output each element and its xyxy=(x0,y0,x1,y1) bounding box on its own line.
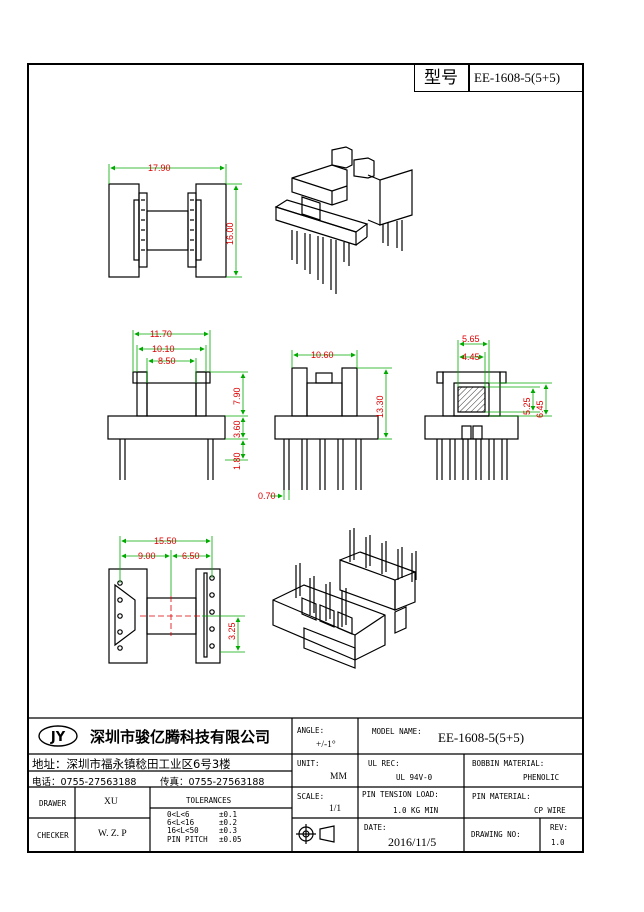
dim-mid-width: 10.60 xyxy=(311,350,334,360)
pin-material-value: CP WIRE xyxy=(534,806,566,815)
drawer-value: XU xyxy=(104,797,118,807)
dim-side-w2: 4.45 xyxy=(462,352,480,362)
scale-value: 1/1 xyxy=(329,804,342,814)
iso-view-bottom xyxy=(272,528,417,669)
middle-dims xyxy=(270,350,392,500)
company-name: 深圳市骏亿腾科技有限公司 xyxy=(90,728,271,746)
fax: 传真：0755-27563188 xyxy=(160,777,265,788)
company-logo: JY xyxy=(50,730,66,745)
front-view xyxy=(107,371,226,480)
dim-pin-dia: 0.70 xyxy=(258,491,276,501)
date-value: 2016/11/5 xyxy=(388,835,437,849)
dim-side-h1: 5.25 xyxy=(522,397,532,415)
drawer-label: DRAWER xyxy=(39,799,67,808)
dim-top-width: 17.90 xyxy=(148,163,171,173)
model-separator xyxy=(468,65,470,91)
model-box xyxy=(414,65,584,92)
bobbin-material-label: BOBBIN MATERIAL: xyxy=(472,759,545,768)
tol-range-3: PIN PITCH xyxy=(167,834,208,844)
checker-value: W. Z. P xyxy=(98,829,127,839)
rev-value: 1.0 xyxy=(551,838,565,847)
model-value: EE-1608-5(5+5) xyxy=(474,70,561,85)
angle-label: ANGLE: xyxy=(297,726,325,735)
tol-value-2: ±0.3 xyxy=(219,826,238,836)
tolerance-ranges: 0<L<6 6<L<16 16<L<50 PIN PITCH xyxy=(167,810,208,844)
dim-front-h1: 7.90 xyxy=(232,387,242,405)
unit-value: MM xyxy=(330,772,347,782)
bottom-centerlines xyxy=(140,596,202,636)
side-view xyxy=(424,371,519,480)
phone: 电话：0755-27563188 xyxy=(32,777,137,788)
ul-rec-value: UL 94V-0 xyxy=(396,773,433,782)
angle-value: +/-1° xyxy=(316,740,336,750)
dim-bot-w: 15.50 xyxy=(154,536,177,546)
rev-label: REV: xyxy=(550,823,569,832)
dim-front-w1: 11.70 xyxy=(150,329,172,339)
pin-tension-label: PIN TENSION LOAD: xyxy=(362,790,439,799)
pin-material-label: PIN MATERIAL: xyxy=(472,792,531,801)
dim-front-w2: 10.10 xyxy=(152,344,175,354)
dim-top-height: 16.00 xyxy=(225,222,235,245)
scale-label: SCALE: xyxy=(297,792,325,801)
tol-range-2: 16<L<50 xyxy=(167,826,199,836)
tol-range-1: 6<L<16 xyxy=(167,818,195,828)
side-dims xyxy=(457,340,552,417)
dim-front-w3: 8.50 xyxy=(158,356,176,366)
pin-tension-value: 1.0 KG MIN xyxy=(393,806,439,815)
dim-side-w1: 5.65 xyxy=(462,334,480,344)
drawing-frame xyxy=(27,63,584,853)
logo-ellipse xyxy=(38,725,78,747)
dim-front-h2: 3.60 xyxy=(232,420,242,438)
model-name-label: MODEL NAME: xyxy=(372,727,422,736)
address: 地址：深圳市福永镇稔田工业区6号3楼 xyxy=(32,757,231,771)
tol-value-0: ±0.1 xyxy=(219,810,238,819)
title-block-grid xyxy=(29,717,582,851)
ul-rec-label: UL REC: xyxy=(368,759,400,768)
bobbin-material-value: PHENOLIC xyxy=(523,773,560,782)
model-name-value: EE-1608-5(5+5) xyxy=(438,730,525,745)
tol-value-3: ±0.05 xyxy=(219,834,242,844)
bottom-dims xyxy=(119,536,245,653)
model-label: 型号 xyxy=(424,68,458,88)
tol-value-1: ±0.2 xyxy=(219,818,238,828)
tol-range-0: 0<L<6 xyxy=(167,810,190,819)
unit-label: UNIT: xyxy=(297,759,320,768)
iso-view-top xyxy=(274,146,413,294)
dim-bot-h: 3.25 xyxy=(227,622,237,640)
top-view xyxy=(108,183,227,278)
dim-front-h3: 1.80 xyxy=(232,452,242,470)
dim-bot-w2: 6.50 xyxy=(182,551,200,561)
date-label: DATE: xyxy=(364,823,387,832)
projection-symbol-icon xyxy=(296,824,335,844)
checker-label: CHECKER xyxy=(37,831,69,840)
dim-mid-height: 13.30 xyxy=(375,395,385,418)
middle-view xyxy=(274,367,379,490)
dim-bot-w1: 9.00 xyxy=(138,551,156,561)
drawing-no-label: DRAWING NO: xyxy=(471,830,521,839)
front-dims xyxy=(132,330,248,461)
tolerances-label: TOLERANCES xyxy=(186,796,232,805)
dim-side-h2: 6.45 xyxy=(535,400,545,418)
tolerance-values: ±0.1 ±0.2 ±0.3 ±0.05 xyxy=(219,810,242,844)
top-dim xyxy=(108,164,242,278)
